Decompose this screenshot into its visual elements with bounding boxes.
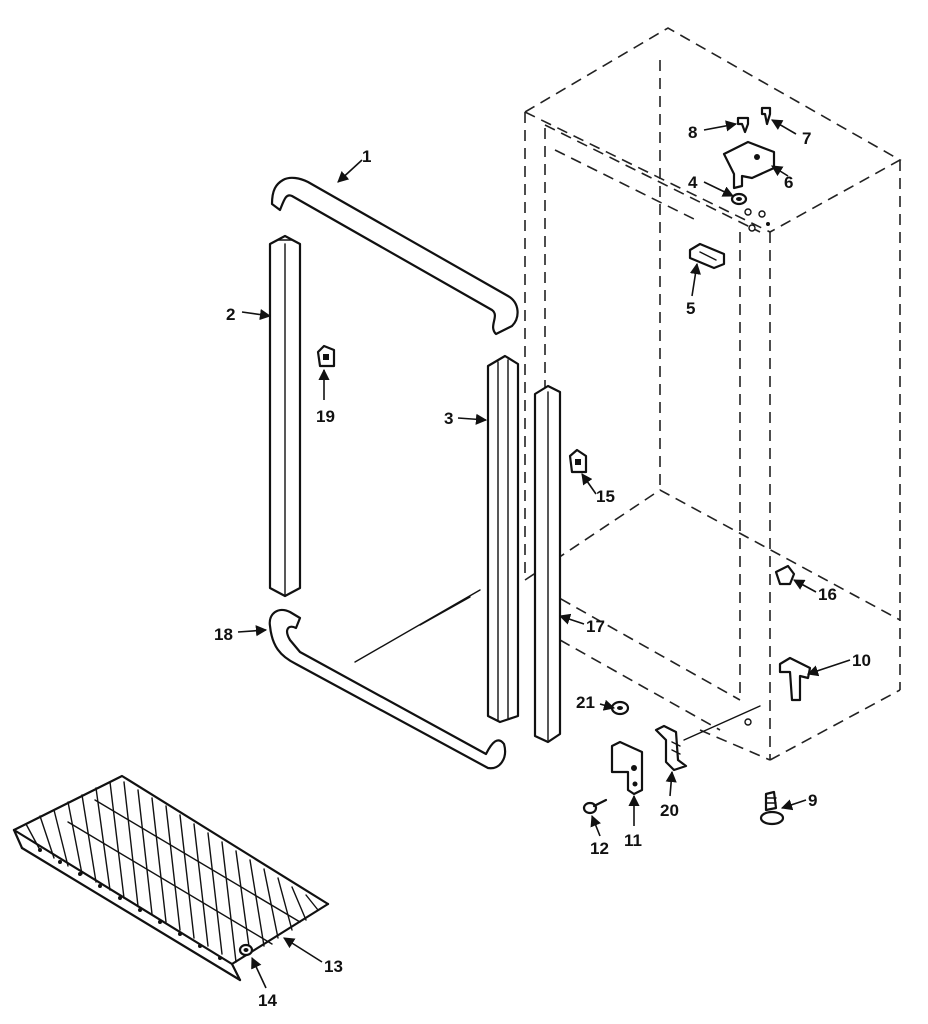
callout-9: 9: [808, 791, 817, 810]
callout-2: 2: [226, 305, 235, 324]
callout-12: 12: [590, 839, 609, 858]
door-stop-part-5: [688, 242, 726, 270]
screw-part-8: [736, 116, 750, 134]
wire-shelf-part-13: [12, 774, 330, 982]
callout-7: 7: [802, 129, 811, 148]
leveling-leg-part-9: [759, 790, 785, 826]
stop-pin-part-16: [774, 564, 796, 586]
spacer-part-20: [654, 724, 688, 772]
top-hinge-part-6: [722, 140, 776, 190]
callout-19: 19: [316, 407, 335, 426]
bottom-hinge-part-11: [610, 740, 644, 796]
callout-16: 16: [818, 585, 837, 604]
callout-17: 17: [586, 617, 605, 636]
callout-5: 5: [686, 299, 695, 318]
shelf-wires: [25, 781, 319, 963]
washer-part-21: [610, 700, 630, 716]
bracket-part-10: [778, 656, 812, 702]
callout-6: 6: [784, 173, 793, 192]
callout-4: 4: [688, 173, 698, 192]
cabinet-outline: [524, 27, 902, 761]
callout-11: 11: [624, 831, 642, 850]
callout-18: 18: [214, 625, 233, 644]
clip-part-19: [316, 344, 336, 368]
breaker-strip-part-17: [533, 384, 562, 744]
shelf-front-rail-holes: [38, 848, 222, 960]
callout-15: 15: [596, 487, 615, 506]
callout-13: 13: [324, 957, 343, 976]
callout-21: 21: [576, 693, 595, 712]
callout-3: 3: [444, 409, 453, 428]
left-gasket-part-2: [268, 234, 302, 598]
callout-1: 1: [362, 147, 371, 166]
shelf-clip-part-14: [238, 943, 254, 957]
screw-part-12: [582, 798, 608, 815]
callout-20: 20: [660, 801, 679, 820]
bottom-gasket-part-18: [268, 608, 507, 770]
top-gasket-part-1: [270, 176, 519, 336]
callout-8: 8: [688, 123, 697, 142]
right-gasket-part-3: [486, 354, 520, 724]
callout-labels: 1 2 3 4 5 6 7 8 9 10 11 12 13 14 15 16 1…: [214, 123, 871, 1010]
screw-part-7: [760, 106, 772, 126]
callout-10: 10: [852, 651, 871, 670]
clip-part-15: [568, 448, 588, 474]
leader-lines: [237, 119, 851, 989]
callout-14: 14: [258, 991, 277, 1010]
washer-part-4: [730, 192, 748, 206]
